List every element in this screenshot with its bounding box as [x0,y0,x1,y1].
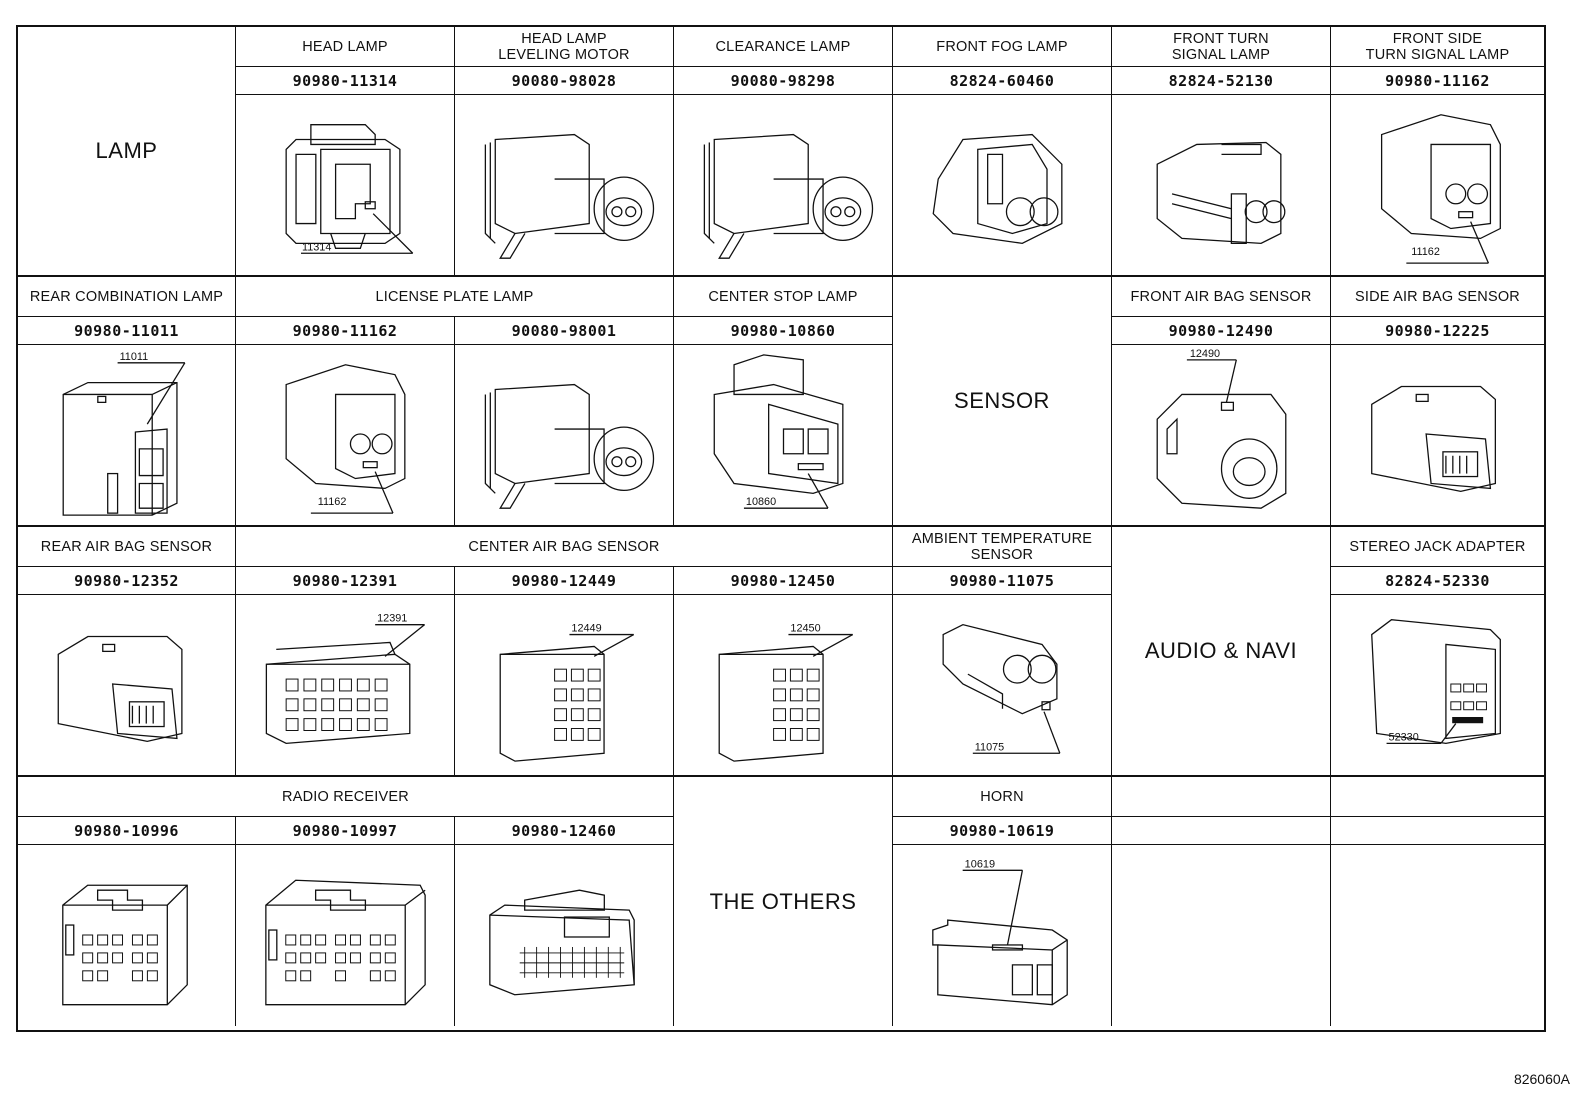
part-number: 90080-98001 [455,317,674,345]
name-side-air-bag-sensor: SIDE AIR BAG SENSOR [1331,277,1544,317]
connector-code: 52330 [1389,731,1419,743]
connector-code: 12391 [377,613,407,625]
part-number: 90980-11314 [236,67,455,95]
part-number: 90980-12490 [1112,317,1331,345]
part-number: 90980-10619 [893,817,1112,845]
part-number: 90980-12460 [455,817,674,845]
connector-drawing-center-stop-lamp: 10860 [674,345,893,527]
name-front-side-turn-signal-lamp: FRONT SIDE TURN SIGNAL LAMP [1331,27,1544,67]
connector-code: 11314 [302,241,331,253]
name-radio-receiver: RADIO RECEIVER [18,777,674,817]
name-head-lamp: HEAD LAMP [236,27,455,67]
part-number: 90980-12450 [674,567,893,595]
connector-drawing-rear-combination-lamp: 11011 [18,345,236,527]
name-rear-combination-lamp: REAR COMBINATION LAMP [18,277,236,317]
part-number: 90980-11162 [1331,67,1544,95]
part-number: 90980-12391 [236,567,455,595]
part-number: 90980-12352 [18,567,236,595]
part-number: 90980-11162 [236,317,455,345]
name-front-air-bag-sensor: FRONT AIR BAG SENSOR [1112,277,1331,317]
connector-drawing-front-fog-lamp [893,95,1112,277]
connector-drawing-stereo-jack-adapter: 52330 [1331,595,1544,777]
connector-code: 11162 [318,496,347,508]
name-head-lamp-leveling-motor: HEAD LAMP LEVELING MOTOR [455,27,674,67]
empty-cell [1331,817,1544,845]
empty-cell [1112,845,1331,1026]
name-center-air-bag-sensor: CENTER AIR BAG SENSOR [236,527,893,567]
part-number: 82824-52130 [1112,67,1331,95]
part-number: 90980-10997 [236,817,455,845]
group-label-lamp: LAMP [18,27,236,277]
part-number: 82824-52330 [1331,567,1544,595]
connector-drawing-center-air-bag-sensor-1: 12391 [236,595,455,777]
connector-drawing-rear-air-bag-sensor [18,595,236,777]
part-number: 90980-10860 [674,317,893,345]
connector-drawing-ambient-temperature-sensor: 11075 [893,595,1112,777]
connector-code: 11162 [1411,246,1440,258]
connector-table: LAMP HEAD LAMP HEAD LAMP LEVELING MOTOR … [16,25,1546,1032]
empty-cell [1331,777,1544,817]
connector-drawing-radio-receiver-3 [455,845,674,1026]
part-number: 90980-11011 [18,317,236,345]
connector-drawing-license-plate-lamp-1: 11162 [236,345,455,527]
name-license-plate-lamp: LICENSE PLATE LAMP [236,277,674,317]
part-number: 90080-98028 [455,67,674,95]
connector-code: 12449 [571,623,601,635]
part-number: 90980-12225 [1331,317,1544,345]
connector-drawing-front-side-turn-signal-lamp: 11162 [1331,95,1544,277]
connector-drawing-center-air-bag-sensor-3: 12450 [674,595,893,777]
empty-cell [1112,817,1331,845]
part-number: 82824-60460 [893,67,1112,95]
empty-cell [1112,777,1331,817]
connector-drawing-horn: 10619 [893,845,1112,1026]
group-label-sensor: SENSOR [893,277,1112,527]
part-number: 90980-12449 [455,567,674,595]
name-clearance-lamp: CLEARANCE LAMP [674,27,893,67]
part-number: 90980-10996 [18,817,236,845]
connector-drawing-head-lamp-leveling-motor [455,95,674,277]
part-number: 90980-11075 [893,567,1112,595]
connector-drawing-clearance-lamp [674,95,893,277]
connector-code: 12490 [1190,348,1220,360]
connector-drawing-front-turn-signal-lamp [1112,95,1331,277]
connector-code: 11011 [120,351,149,363]
connector-drawing-front-air-bag-sensor: 12490 [1112,345,1331,527]
name-ambient-temperature-sensor: AMBIENT TEMPERATURE SENSOR [893,527,1112,567]
part-number: 90080-98298 [674,67,893,95]
name-rear-air-bag-sensor: REAR AIR BAG SENSOR [18,527,236,567]
connector-code: 11075 [975,741,1004,753]
name-front-fog-lamp: FRONT FOG LAMP [893,27,1112,67]
connector-drawing-head-lamp: 11314 [236,95,455,277]
empty-cell [1331,845,1544,1026]
connector-code: 12450 [790,623,820,635]
connector-drawing-radio-receiver-1 [18,845,236,1026]
name-center-stop-lamp: CENTER STOP LAMP [674,277,893,317]
connector-code: 10619 [965,858,995,870]
figure-reference: 826060A [1513,1071,1570,1087]
connector-drawing-center-air-bag-sensor-2: 12449 [455,595,674,777]
name-stereo-jack-adapter: STEREO JACK ADAPTER [1331,527,1544,567]
connector-drawing-radio-receiver-2 [236,845,455,1026]
connector-code: 10860 [746,496,776,508]
name-horn: HORN [893,777,1112,817]
group-label-the-others: THE OTHERS [674,777,893,1026]
connector-drawing-license-plate-lamp-2 [455,345,674,527]
connector-drawing-side-air-bag-sensor [1331,345,1544,527]
group-label-audio-navi: AUDIO & NAVI [1112,527,1331,777]
name-front-turn-signal-lamp: FRONT TURN SIGNAL LAMP [1112,27,1331,67]
